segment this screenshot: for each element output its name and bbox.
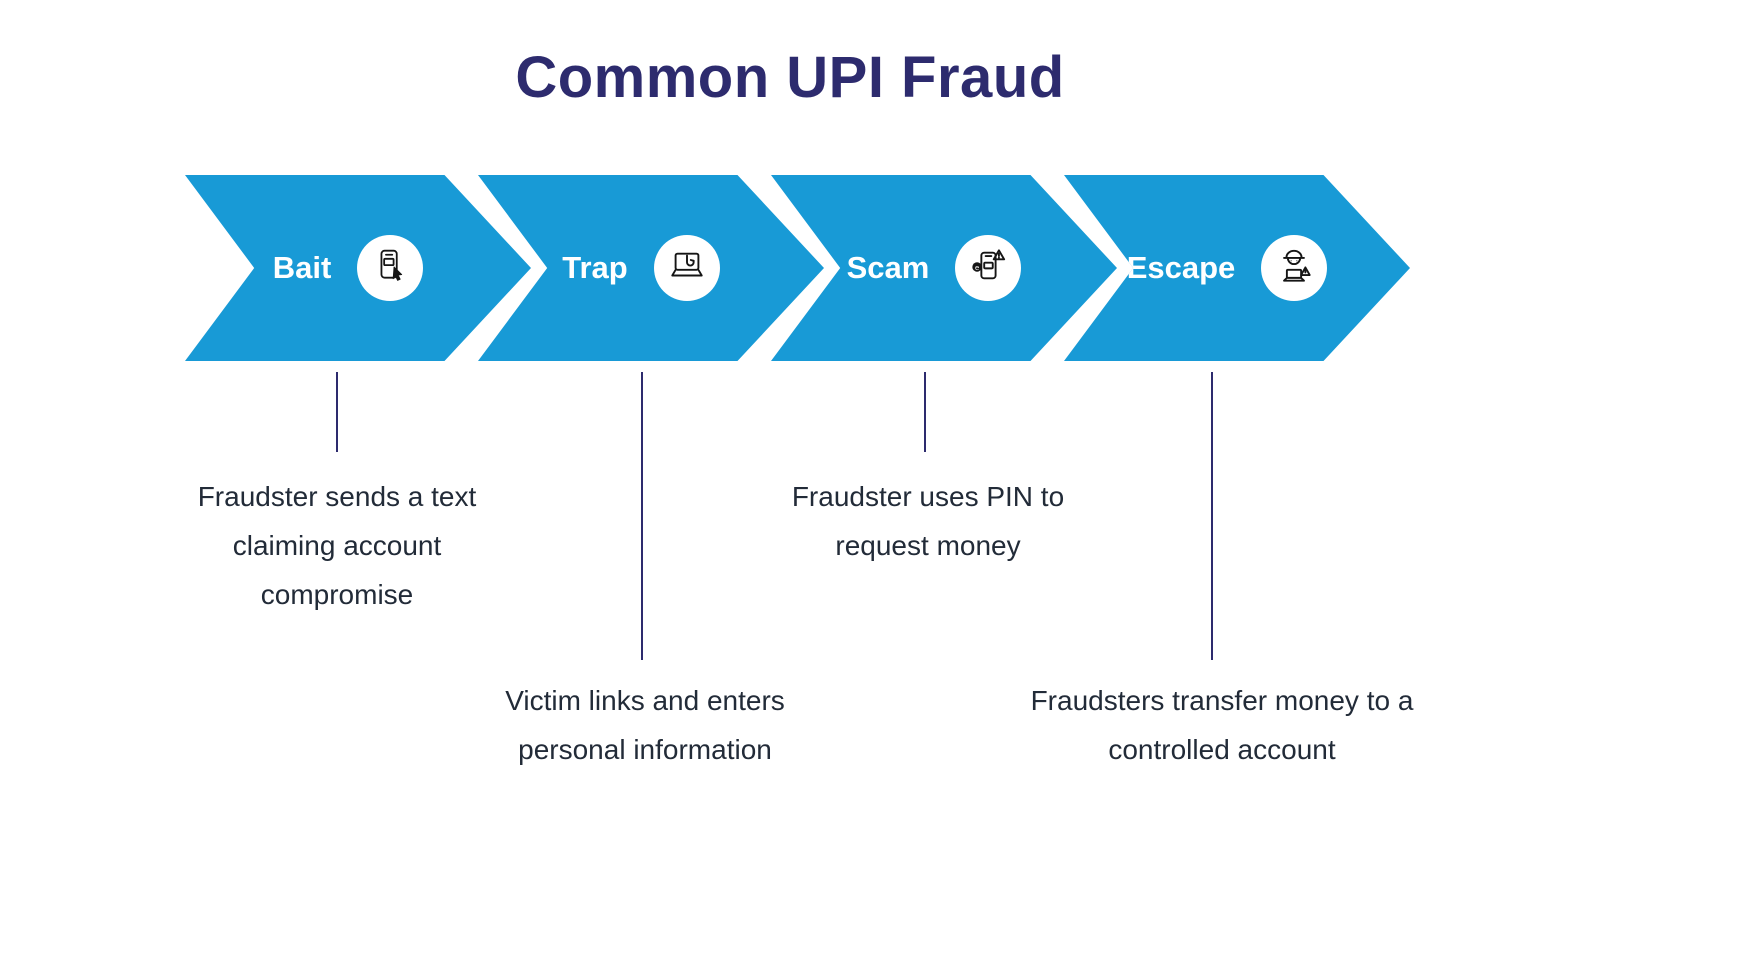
page-title: Common UPI Fraud	[515, 45, 1065, 110]
svg-text:e: e	[975, 262, 979, 271]
step-label: Scam	[846, 250, 930, 285]
icon-circle: e	[955, 235, 1022, 301]
step-description-trap: Victim links and enters personal informa…	[505, 685, 785, 765]
icon-circle	[653, 235, 720, 301]
process-arrow-trap: Trap	[478, 175, 824, 361]
step-label: Bait	[272, 250, 332, 285]
step-description-escape: Fraudsters transfer money to a controlle…	[1030, 685, 1414, 765]
connector-line-escape	[1211, 372, 1213, 660]
step-label: Trap	[562, 250, 628, 285]
smishing-phone-icon	[372, 248, 408, 289]
icon-circle	[357, 235, 424, 301]
hacker-laptop-icon	[1275, 247, 1313, 290]
step-description-bait: Fraudster sends a text claiming account …	[197, 481, 477, 610]
connector-line-scam	[924, 372, 926, 452]
connector-line-bait	[336, 372, 338, 452]
phishing-laptop-hook-icon	[668, 247, 706, 290]
step-description-scam: Fraudster uses PIN to request money	[791, 481, 1065, 561]
scam-alert-phone-icon: e	[969, 247, 1007, 290]
icon-circle	[1261, 235, 1328, 301]
process-arrow-bait: Bait	[185, 175, 531, 361]
connector-line-trap	[641, 372, 643, 660]
step-label: Escape	[1126, 250, 1236, 285]
